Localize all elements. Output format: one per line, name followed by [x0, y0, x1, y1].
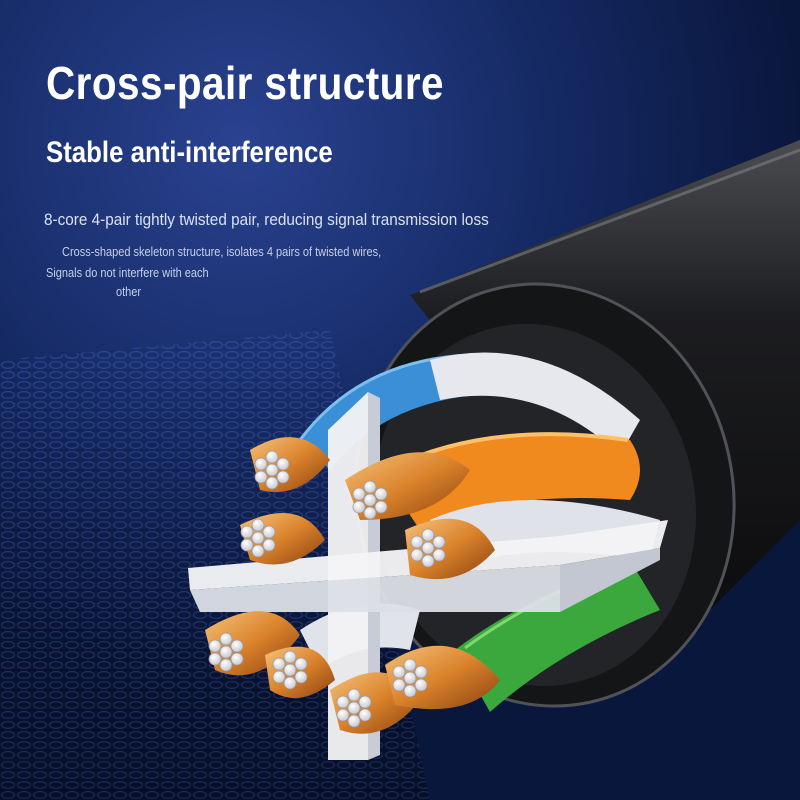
detail-line: Cross-shaped skeleton structure, isolate…: [62, 245, 382, 259]
conductor-end: [272, 650, 308, 690]
conductor-end: [392, 658, 428, 698]
conductor-end: [208, 632, 244, 672]
detail-line: Signals do not interfere with each: [46, 266, 209, 280]
conductor-ends: [208, 450, 446, 728]
conductor-end: [336, 688, 372, 728]
description: 8-core 4-pair tightly twisted pair, redu…: [44, 210, 489, 229]
headline: Cross-pair structure: [46, 57, 444, 109]
conductor-end: [240, 518, 276, 558]
conductor-end: [254, 450, 290, 490]
white-wire-top: [430, 352, 640, 455]
subheadline: Stable anti-interference: [46, 136, 333, 169]
detail-line: other: [116, 285, 142, 299]
conductor-end: [352, 480, 388, 520]
conductor-end: [410, 528, 446, 568]
green-pair: [455, 560, 660, 712]
